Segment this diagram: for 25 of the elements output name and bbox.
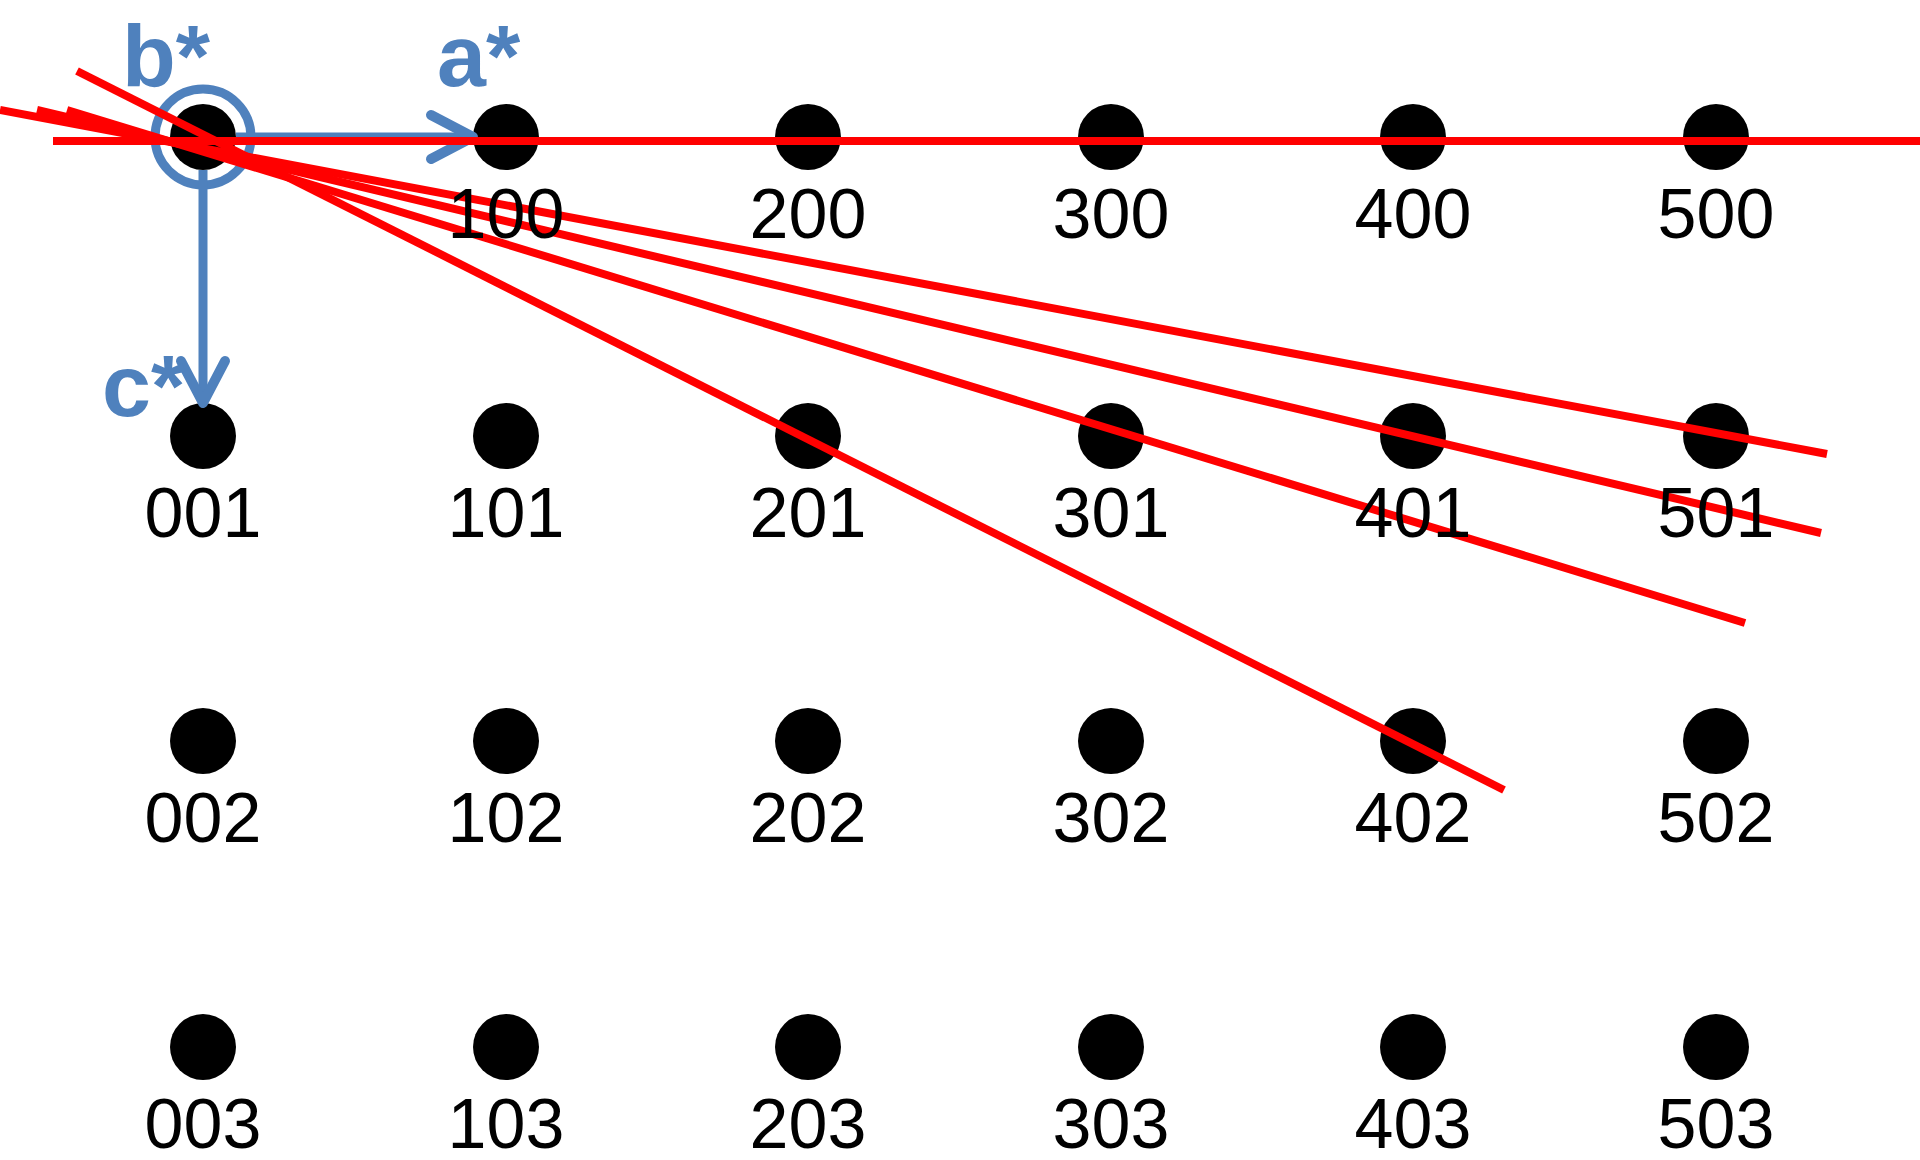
vector-arrow: [176, 170, 230, 408]
miller-index-label: 102: [447, 789, 565, 849]
miller-index-label: 003: [144, 1095, 262, 1155]
miller-index-label: 400: [1354, 185, 1472, 245]
miller-index-label: 203: [749, 1095, 867, 1155]
miller-index-label: 202: [749, 789, 867, 849]
miller-index-label: 503: [1657, 1095, 1775, 1155]
miller-index-label: 402: [1354, 789, 1472, 849]
vector-arrow: [236, 110, 478, 164]
miller-index-label: 502: [1657, 789, 1775, 849]
vector-label: a*: [437, 12, 521, 100]
miller-index-label: 403: [1354, 1095, 1472, 1155]
vector-label: c*: [102, 342, 186, 430]
miller-index-label: 303: [1052, 1095, 1170, 1155]
miller-index-label: 201: [749, 484, 867, 544]
miller-index-label: 002: [144, 789, 262, 849]
miller-index-label: 300: [1052, 185, 1170, 245]
miller-index-label: 500: [1657, 185, 1775, 245]
vector-label: b*: [122, 12, 210, 100]
miller-index-label: 001: [144, 484, 262, 544]
miller-index-label: 200: [749, 185, 867, 245]
miller-index-label: 301: [1052, 484, 1170, 544]
miller-index-label: 302: [1052, 789, 1170, 849]
miller-index-label: 103: [447, 1095, 565, 1155]
miller-index-label: 101: [447, 484, 565, 544]
